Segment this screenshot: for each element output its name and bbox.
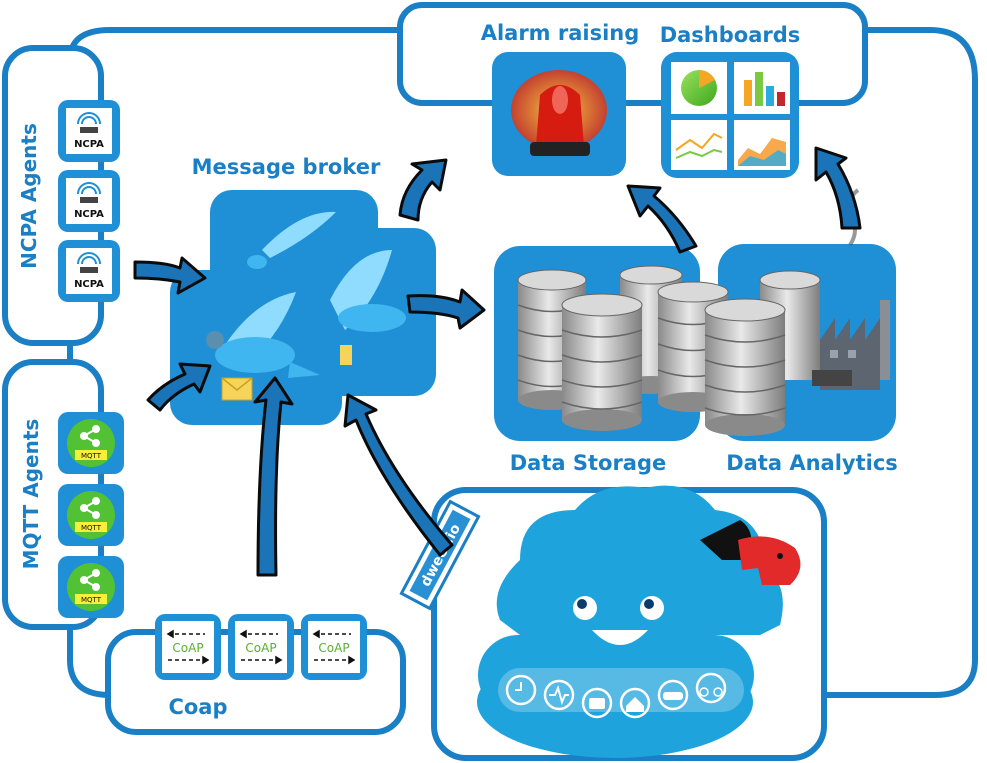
ncpa-agent-tile: NCPA bbox=[58, 100, 120, 162]
elephant-logo bbox=[700, 520, 801, 585]
ncpa-agent-tile: NCPA bbox=[58, 240, 120, 302]
share-icon bbox=[80, 425, 100, 447]
bidirectional-arrows-icon bbox=[312, 629, 356, 665]
bidirectional-arrows-icon bbox=[239, 629, 283, 665]
bidirectional-arrows-icon bbox=[166, 629, 210, 665]
ncpa-badge-label: NCPA bbox=[74, 279, 104, 290]
camera-icon bbox=[581, 687, 613, 719]
antenna-icon bbox=[77, 252, 101, 265]
share-icon bbox=[80, 497, 100, 519]
arrow-dweet-to-broker bbox=[343, 393, 454, 557]
database-icon bbox=[657, 270, 821, 436]
database-icon bbox=[517, 265, 683, 431]
arrow-broker-to-storage bbox=[406, 288, 486, 330]
ncpa-agent-tile: NCPA bbox=[58, 170, 120, 232]
mqtt-badge-label: MQTT bbox=[81, 524, 102, 532]
mqtt-badge-label: MQTT bbox=[81, 452, 102, 460]
flow-arrows bbox=[133, 146, 862, 577]
home-icon bbox=[619, 687, 651, 719]
arrow-mqtt-to-broker bbox=[146, 362, 212, 412]
car-icon bbox=[657, 679, 689, 711]
ncpa-badge-label: NCPA bbox=[74, 139, 104, 150]
ncpa-badge-label: NCPA bbox=[74, 209, 104, 220]
dweet-cloud: dweet.io bbox=[399, 485, 801, 758]
arrow-analytics-to-dashboards bbox=[814, 146, 862, 230]
coap-badge-label: CoAP bbox=[318, 641, 349, 655]
group-label-message-broker: Message broker bbox=[192, 155, 381, 179]
group-label-ncpa-agents: NCPA Agents bbox=[17, 123, 41, 269]
mqtt-agent-list: MQTT MQTT MQTT bbox=[58, 412, 124, 618]
cloud-face bbox=[573, 596, 664, 645]
mqtt-agent-tile: MQTT bbox=[58, 556, 124, 618]
group-label-coap: Coap bbox=[168, 695, 227, 719]
coap-badge-label: CoAP bbox=[245, 641, 276, 655]
factory-icon bbox=[812, 188, 890, 390]
alarm-raising-tile bbox=[492, 52, 626, 176]
ncpa-agent-list: NCPA NCPA NCPA bbox=[58, 100, 120, 302]
siren-icon bbox=[511, 70, 607, 156]
antenna-icon bbox=[77, 182, 101, 195]
data-analytics-panel bbox=[657, 188, 896, 441]
arrow-storage-to-dashboards bbox=[626, 184, 698, 254]
bicycle-icon bbox=[695, 672, 727, 704]
heartbeat-icon bbox=[543, 679, 575, 711]
coap-node-tile: CoAP bbox=[301, 614, 367, 680]
antenna-icon bbox=[77, 112, 101, 125]
share-icon bbox=[80, 569, 100, 591]
group-label-mqtt-agents: MQTT Agents bbox=[19, 419, 43, 570]
data-storage-panel bbox=[494, 246, 700, 441]
coap-node-list: CoAP CoAP CoAP bbox=[155, 614, 367, 680]
mqtt-badge-label: MQTT bbox=[81, 596, 102, 604]
clock-icon bbox=[505, 674, 537, 706]
sensor-icon-row bbox=[498, 668, 744, 719]
area-chart-icon bbox=[734, 120, 790, 170]
mqtt-agent-tile: MQTT bbox=[58, 412, 124, 474]
coap-node-tile: CoAP bbox=[155, 614, 221, 680]
bar-chart-icon bbox=[734, 62, 790, 114]
mqtt-agent-tile: MQTT bbox=[58, 484, 124, 546]
coap-badge-label: CoAP bbox=[172, 641, 203, 655]
arrow-ncpa-to-broker bbox=[133, 256, 207, 295]
line-chart-icon bbox=[671, 120, 727, 170]
group-label-alarm-raising: Alarm raising bbox=[481, 21, 640, 45]
group-label-data-analytics: Data Analytics bbox=[726, 451, 898, 475]
pigeon-icon bbox=[206, 211, 406, 401]
message-broker bbox=[170, 190, 436, 425]
group-label-dashboards: Dashboards bbox=[660, 23, 801, 47]
arrow-coap-to-broker bbox=[253, 376, 294, 577]
pie-chart-icon bbox=[671, 62, 727, 114]
dashboards-tile bbox=[661, 52, 799, 178]
coap-node-tile: CoAP bbox=[228, 614, 294, 680]
group-label-data-storage: Data Storage bbox=[510, 451, 667, 475]
arrow-broker-to-alarm bbox=[398, 158, 448, 222]
